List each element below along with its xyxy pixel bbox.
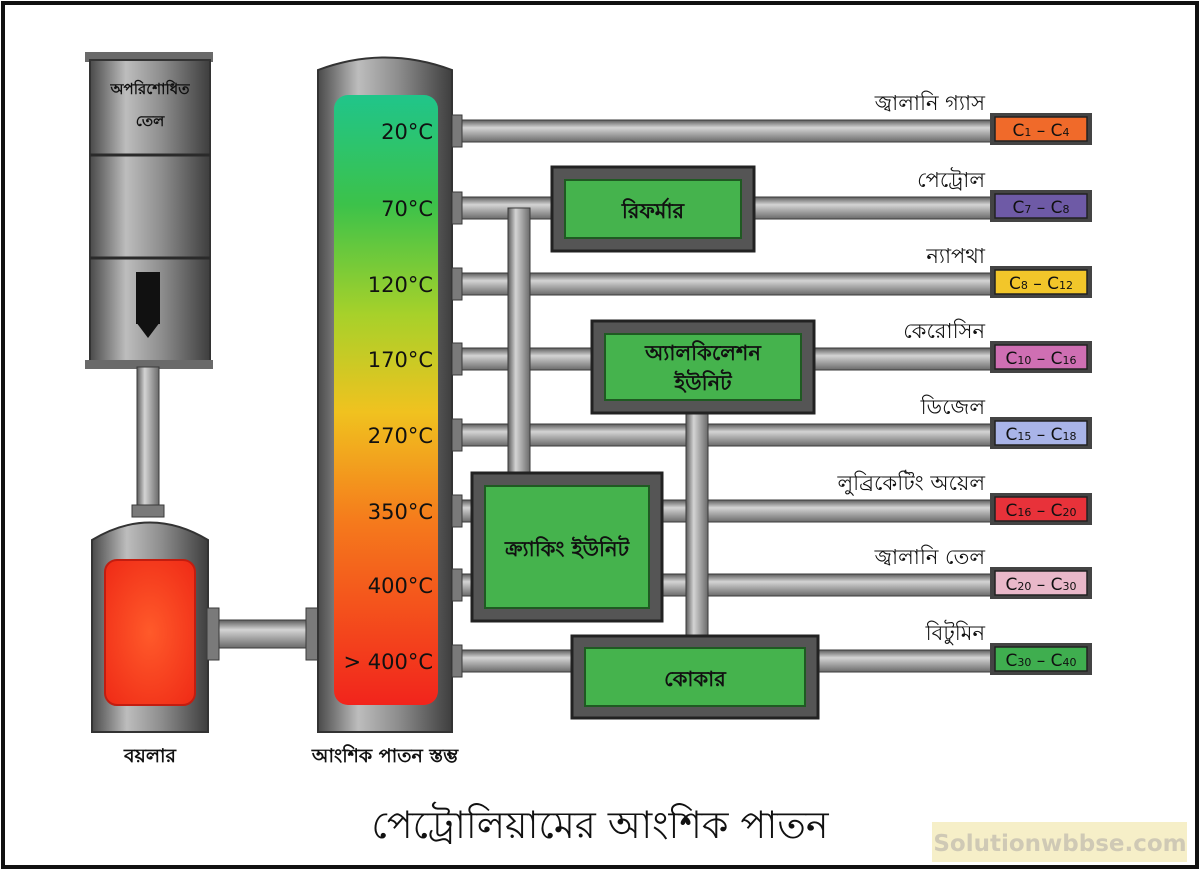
formula-box-8: [994, 646, 1088, 672]
fractionating-column: আংশিক পাতন স্তম্ভ: [311, 56, 459, 767]
formula-box-6: [994, 496, 1088, 522]
product-4: কেরোসিন C10 – C16: [903, 319, 1092, 373]
products: জ্বালানি গ্যাস C1 – C4 পেট্রোল C7 – C8 ন…: [836, 91, 1092, 675]
product-5: ডিজেল C15 – C18: [920, 395, 1092, 449]
formula-box-2: [994, 193, 1088, 219]
crude-oil-label-line1: অপরিশোধিত: [110, 79, 191, 98]
boiler: বয়লার: [91, 521, 209, 767]
formula-box-3: [994, 269, 1088, 295]
product-name-6: লুব্রিকেটিং অয়েল: [836, 470, 985, 495]
pipe-3: [451, 272, 993, 296]
temp-label-3: 120°C: [368, 273, 433, 297]
temp-label-6: 350°C: [368, 500, 433, 524]
product-2: পেট্রোল C7 – C8: [917, 167, 1092, 222]
boiler-column-pipe: [207, 619, 321, 649]
boiler-fire: [104, 559, 196, 706]
column-temperature-gradient: [334, 95, 438, 705]
alkylation-label-line2: ইউনিট: [673, 369, 733, 395]
formula-box-5: [994, 420, 1088, 446]
temp-label-7: 400°C: [368, 574, 433, 598]
reformer-unit: রিফর্মার: [550, 165, 756, 253]
watermark-background: [932, 822, 1187, 862]
product-name-3: ন্যাপথা: [925, 244, 986, 268]
reformer-cracking-pipe: [507, 207, 531, 491]
coker-label: কোকার: [664, 667, 727, 691]
crude-oil-tank: অপরিশোধিত তেল: [85, 52, 213, 369]
temperature-labels: 20°C 70°C 120°C 170°C 270°C 350°C 400°C …: [343, 120, 433, 674]
formula-1: C1 – C4: [1012, 121, 1069, 141]
temp-label-4: 170°C: [368, 348, 433, 372]
diagram-title: পেট্রোলিয়ামের আংশিক পাতন: [371, 801, 829, 847]
column-flanges: [451, 114, 463, 678]
formula-4: C10 – C16: [1005, 349, 1076, 369]
formula-box-7: [994, 570, 1088, 596]
temp-label-1: 20°C: [381, 120, 433, 144]
formula-6: C16 – C20: [1005, 501, 1076, 521]
alkylation-label-line1: অ্যালকিলেশন: [644, 340, 762, 365]
alkylation-unit: অ্যালকিলেশন ইউনিট: [590, 319, 816, 415]
product-name-5: ডিজেল: [920, 395, 986, 419]
product-8: বিটুমিন C30 – C40: [925, 620, 1092, 675]
product-name-7: জ্বালানি তেল: [874, 545, 986, 569]
boiler-label: বয়লার: [123, 745, 177, 767]
reformer-label: রিফর্মার: [621, 197, 686, 223]
alkylation-coker-pipe: [685, 409, 709, 646]
formula-3: C8 – C12: [1009, 274, 1073, 294]
temp-label-5: 270°C: [368, 424, 433, 448]
product-3: ন্যাপথা C8 – C12: [925, 244, 1092, 298]
formula-box-1: [994, 116, 1088, 142]
product-name-1: জ্বালানি গ্যাস: [874, 91, 986, 115]
product-6: লুব্রিকেটিং অয়েল C16 – C20: [836, 470, 1092, 525]
tank-boiler-pipe: [136, 366, 160, 518]
column-label: আংশিক পাতন স্তম্ভ: [311, 744, 459, 767]
crude-oil-label-line2: তেল: [136, 112, 165, 130]
product-1: জ্বালানি গ্যাস C1 – C4: [874, 91, 1092, 145]
formula-7: C20 – C30: [1005, 575, 1076, 595]
temp-label-2: 70°C: [381, 197, 433, 221]
formula-8: C30 – C40: [1005, 651, 1076, 671]
cracking-unit: ক্র্যাকিং ইউনিট: [470, 471, 664, 623]
product-7: জ্বালানি তেল C20 – C30: [874, 545, 1092, 599]
coker-unit: কোকার: [570, 634, 820, 720]
product-name-4: কেরোসিন: [903, 319, 985, 343]
formula-box-4: [994, 344, 1088, 370]
formula-2: C7 – C8: [1012, 198, 1069, 218]
pipe-1: [451, 119, 993, 143]
temp-label-8: > 400°C: [343, 650, 433, 674]
watermark: Solutionwbbse.com: [933, 831, 1186, 857]
pipe-5: [451, 423, 993, 447]
product-name-2: পেট্রোল: [917, 167, 985, 192]
formula-5: C15 – C18: [1005, 425, 1076, 445]
product-name-8: বিটুমিন: [925, 620, 986, 645]
cracking-label: ক্র্যাকিং ইউনিট: [504, 535, 631, 561]
